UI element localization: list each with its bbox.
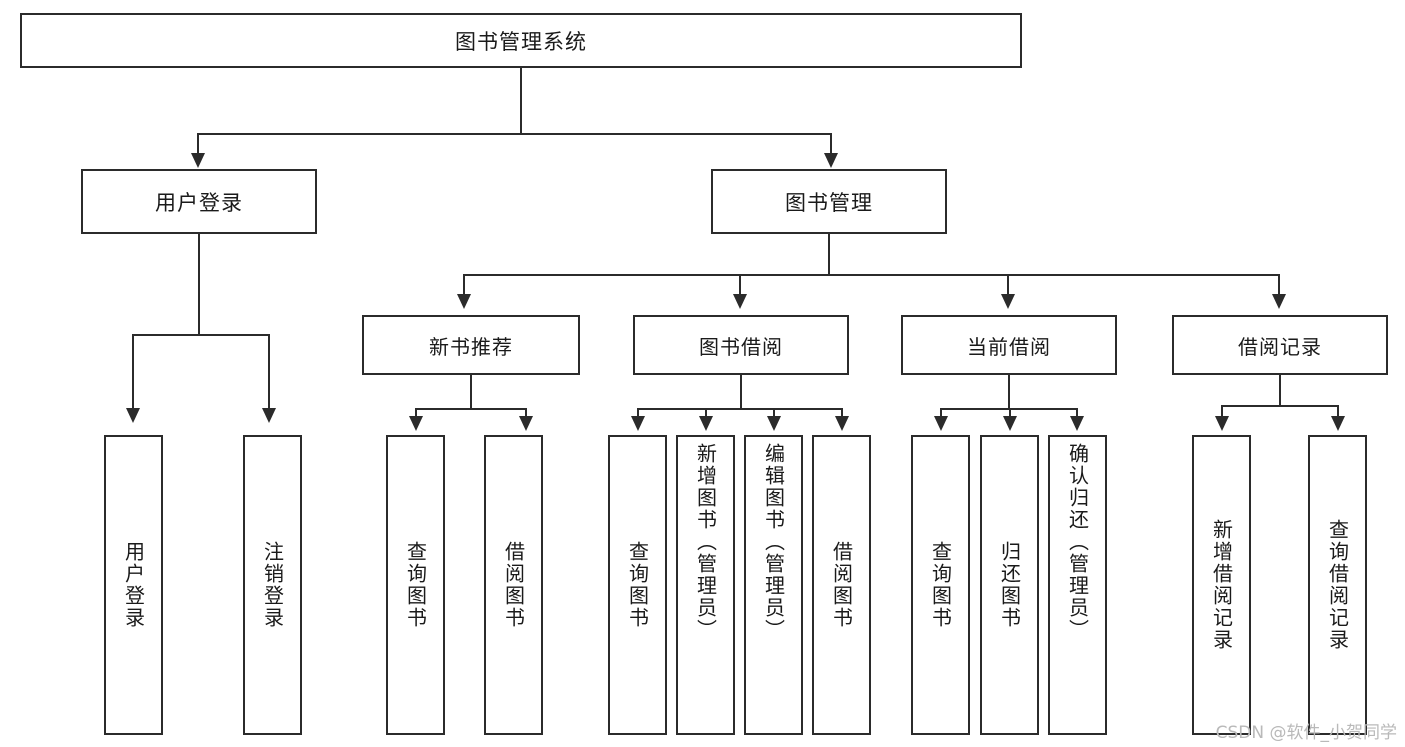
leaf-label: 查询图书: [625, 541, 650, 629]
arrowhead-cb-leaf-1: [934, 416, 948, 431]
leaf-label: 用户登录: [121, 541, 146, 629]
connector-book-management-bus: [463, 274, 1280, 276]
node-user-login[interactable]: 用户登录: [81, 169, 317, 234]
arrowhead-bm-to-book-borrow: [733, 294, 747, 309]
arrowhead-br-leaf-2: [1331, 416, 1345, 431]
connector-nbr-trunk: [470, 375, 472, 408]
connector-user-login-drop-1: [132, 334, 134, 410]
leaf-label: 归还图书: [997, 541, 1022, 629]
arrowhead-br-leaf-1: [1215, 416, 1229, 431]
leaf-label: 借阅图书: [501, 541, 526, 629]
csdn-watermark: CSDN @软件_小贺同学: [1215, 723, 1397, 743]
node-book-management[interactable]: 图书管理: [711, 169, 947, 234]
node-label: 图书管理系统: [455, 29, 587, 54]
arrowhead-bm-to-borrow-record: [1272, 294, 1286, 309]
leaf-borrow-record-query-record[interactable]: 查询借阅记录: [1308, 435, 1367, 735]
arrowhead-cb-leaf-2: [1003, 416, 1017, 431]
connector-nbr-drop-1: [415, 408, 417, 418]
arrowhead-bb-leaf-3: [767, 416, 781, 431]
arrowhead-nbr-leaf-2: [519, 416, 533, 431]
leaf-label: 借阅图书: [829, 541, 854, 629]
connector-user-login-drop-2: [268, 334, 270, 410]
node-root-book-management-system[interactable]: 图书管理系统: [20, 13, 1022, 68]
connector-bb-drop-4: [841, 408, 843, 418]
node-label: 图书管理: [785, 190, 873, 215]
leaf-label: 新增图书（管理员）: [693, 443, 718, 641]
leaf-label: 查询图书: [928, 541, 953, 629]
connector-cb-trunk: [1008, 375, 1010, 408]
leaf-book-borrow-query-book[interactable]: 查询图书: [608, 435, 667, 735]
arrowhead-bb-leaf-1: [631, 416, 645, 431]
leaf-current-borrow-query-book[interactable]: 查询图书: [911, 435, 970, 735]
node-label: 新书推荐: [429, 334, 513, 359]
node-book-borrow[interactable]: 图书借阅: [633, 315, 849, 375]
leaf-label: 确认归还（管理员）: [1065, 443, 1090, 641]
leaf-new-book-query-book[interactable]: 查询图书: [386, 435, 445, 735]
leaf-label: 编辑图书（管理员）: [761, 443, 786, 641]
connector-root-trunk: [520, 68, 522, 133]
node-label: 图书借阅: [699, 334, 783, 359]
connector-cb-drop-1: [940, 408, 942, 418]
arrowhead-bm-to-new-book: [457, 294, 471, 309]
connector-bm-drop-4: [1278, 274, 1280, 296]
leaf-book-borrow-add-book-admin[interactable]: 新增图书（管理员）: [676, 435, 735, 735]
node-label: 借阅记录: [1238, 334, 1322, 359]
arrowhead-user-login-leaf-1: [126, 408, 140, 423]
arrowhead-bb-leaf-2: [699, 416, 713, 431]
leaf-user-login-login[interactable]: 用户登录: [104, 435, 163, 735]
leaf-label: 查询借阅记录: [1325, 519, 1350, 651]
arrowhead-root-to-user-login: [191, 153, 205, 168]
leaf-label: 查询图书: [403, 541, 428, 629]
arrowhead-root-to-book-management: [824, 153, 838, 168]
connector-br-bus: [1221, 405, 1339, 407]
leaf-new-book-borrow-book[interactable]: 借阅图书: [484, 435, 543, 735]
connector-root-to-book-management: [830, 133, 832, 155]
connector-bb-drop-1: [637, 408, 639, 418]
connector-cb-drop-2: [1009, 408, 1011, 418]
leaf-label: 注销登录: [260, 541, 285, 629]
connector-bm-drop-3: [1007, 274, 1009, 296]
connector-bm-drop-2: [739, 274, 741, 296]
leaf-user-login-logout[interactable]: 注销登录: [243, 435, 302, 735]
connector-bb-bus: [637, 408, 843, 410]
leaf-book-borrow-edit-book-admin[interactable]: 编辑图书（管理员）: [744, 435, 803, 735]
node-borrow-record[interactable]: 借阅记录: [1172, 315, 1388, 375]
leaf-current-borrow-confirm-return-admin[interactable]: 确认归还（管理员）: [1048, 435, 1107, 735]
leaf-book-borrow-borrow-book[interactable]: 借阅图书: [812, 435, 871, 735]
node-label: 用户登录: [155, 190, 243, 215]
arrowhead-nbr-leaf-1: [409, 416, 423, 431]
connector-root-to-user-login: [197, 133, 199, 155]
leaf-label: 新增借阅记录: [1209, 519, 1234, 651]
connector-user-login-bus: [132, 334, 268, 336]
connector-nbr-drop-2: [525, 408, 527, 418]
connector-br-trunk: [1279, 375, 1281, 405]
connector-book-management-trunk: [828, 234, 830, 274]
arrowhead-bb-leaf-4: [835, 416, 849, 431]
node-current-borrow[interactable]: 当前借阅: [901, 315, 1117, 375]
connector-user-login-trunk: [198, 234, 200, 334]
connector-root-bus: [197, 133, 832, 135]
node-new-book-recommend[interactable]: 新书推荐: [362, 315, 580, 375]
arrowhead-bm-to-current-borrow: [1001, 294, 1015, 309]
connector-br-drop-1: [1221, 405, 1223, 418]
leaf-borrow-record-add-record[interactable]: 新增借阅记录: [1192, 435, 1251, 735]
connector-bb-trunk: [740, 375, 742, 408]
connector-bb-drop-3: [773, 408, 775, 418]
leaf-current-borrow-return-book[interactable]: 归还图书: [980, 435, 1039, 735]
connector-bb-drop-2: [705, 408, 707, 418]
connector-nbr-bus: [415, 408, 527, 410]
arrowhead-cb-leaf-3: [1070, 416, 1084, 431]
connector-bm-drop-1: [463, 274, 465, 296]
node-label: 当前借阅: [967, 334, 1051, 359]
connector-br-drop-2: [1337, 405, 1339, 418]
arrowhead-user-login-leaf-2: [262, 408, 276, 423]
connector-cb-drop-3: [1076, 408, 1078, 418]
